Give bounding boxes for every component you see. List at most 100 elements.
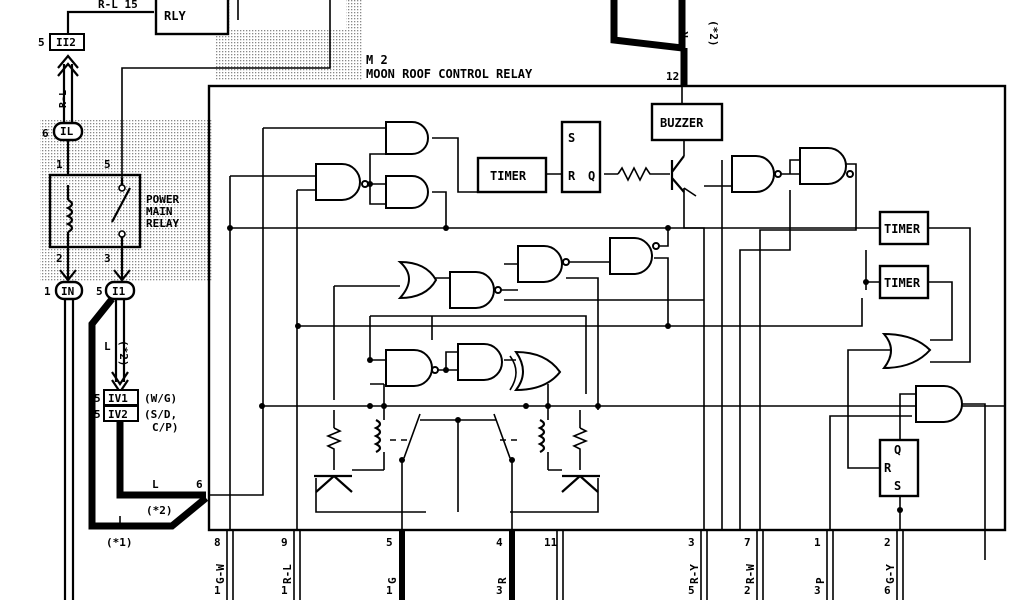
top-heavy-wire: R (*2) 12: [610, 0, 720, 86]
pin-number-bottom: 6: [884, 584, 891, 597]
bottom-pin: 9R-L1: [281, 530, 301, 600]
pin-wire-color: G-W: [214, 564, 227, 584]
heavy-wires-left: L (*2) L 6 (*2) L (*1): [88, 296, 209, 549]
connector-number: 1: [44, 285, 51, 298]
pin-number-top: 5: [386, 536, 393, 549]
wire-label-l: L: [118, 514, 125, 527]
connector-id: IV2: [108, 408, 128, 421]
junction-dots: [227, 181, 903, 513]
connector-number: 5: [94, 408, 101, 421]
pin-number-top: 3: [688, 536, 695, 549]
pin-wire-color: R-W: [744, 564, 757, 584]
top-pin-label: 12: [666, 70, 679, 83]
wire-note: (*2): [117, 340, 130, 367]
pin-wire: [226, 530, 234, 600]
bottom-pin: 3R-Y5: [688, 530, 708, 600]
sr-q-label: Q: [588, 169, 595, 183]
reset-r-label: R: [884, 461, 892, 475]
pin-wire: [556, 530, 564, 600]
connector-number: 5: [38, 36, 45, 49]
pin-label: 2: [56, 252, 63, 265]
connector-note: C/P): [152, 421, 179, 434]
logic-gates: [315, 121, 963, 423]
pin-wire: [896, 530, 904, 600]
rly-fragment: RLY R-L 15: [66, 0, 331, 178]
pin-number-top: 7: [744, 536, 751, 549]
connector-number: 5: [94, 392, 101, 405]
pin-number-bottom: 1: [386, 584, 393, 597]
pin-number-top: 11: [544, 536, 558, 549]
timer-label: TIMER: [884, 222, 921, 236]
pin-label: 5: [104, 158, 111, 171]
shaded-area: [40, 0, 362, 282]
relay-box: [207, 84, 1007, 532]
top-wire-label: R-L 15: [98, 0, 138, 11]
connector-id: II2: [56, 36, 76, 49]
internal-boxes: TIMER S R Q BUZZER TIMER TIMER Q R S: [476, 102, 930, 498]
relay-label-line3: RELAY: [146, 217, 179, 230]
timer-label: TIMER: [884, 276, 921, 290]
wire-note: (*2): [146, 504, 173, 517]
bottom-pin: 4R3: [496, 530, 515, 600]
pin-wire-color: R-Y: [688, 564, 701, 584]
top-wire-label: R: [678, 31, 691, 38]
bottom-pin: 8G-W1: [214, 530, 234, 600]
wire-label-rl: R-L: [58, 90, 69, 108]
bottom-pin: 2G-Y6: [884, 530, 904, 600]
pin-number-top: 1: [814, 536, 821, 549]
wire-label-l: L: [152, 478, 159, 491]
buzzer-label: BUZZER: [660, 116, 704, 130]
connector-iv: 5 IV1 (W/G) 5 IV2 (S/D, C/P): [94, 389, 179, 434]
relay-ref: M 2: [366, 53, 388, 67]
bottom-pin: 7R-W2: [744, 530, 764, 600]
pin-label: 1: [56, 158, 63, 171]
pin-wire: [293, 530, 301, 600]
pin-wire-color: R-L: [281, 564, 294, 584]
connector-number: 5: [96, 285, 103, 298]
relay-title: MOON ROOF CONTROL RELAY: [366, 67, 533, 81]
reset-q-label: Q: [894, 443, 901, 457]
sr-s-label: S: [568, 131, 575, 145]
wire-label-l: L: [104, 340, 111, 353]
sr-r-label: R: [568, 169, 576, 183]
reset-s-label: S: [894, 479, 901, 493]
connector-id: I1: [112, 285, 126, 298]
pin-wire: [826, 530, 834, 600]
relay-label-line1: POWER: [146, 193, 179, 206]
power-main-relay: 1 5 2 3 POWER MAIN RELAY: [48, 140, 179, 282]
pin-number-top: 4: [496, 536, 503, 549]
pin-wire: [700, 530, 708, 600]
bottom-pin: 1P3: [814, 530, 834, 600]
pin-number-top: 8: [214, 536, 221, 549]
pin-number-top: 9: [281, 536, 288, 549]
connector-in: 1 IN: [44, 280, 84, 600]
pin-wire-color: G: [386, 577, 399, 584]
pin-number-top: 2: [884, 536, 891, 549]
connector-number: 6: [42, 127, 49, 140]
pin-number-bottom: 3: [814, 584, 821, 597]
relay-label-line2: MAIN: [146, 205, 173, 218]
pin-number-bottom: 1: [281, 584, 288, 597]
pin-number-bottom: 2: [744, 584, 751, 597]
bottom-pin: 11: [544, 530, 564, 600]
pin-wire-color: P: [814, 577, 827, 584]
pin-wire-color: R: [496, 577, 509, 584]
pin-number-bottom: 5: [688, 584, 695, 597]
connector-i1: 5 I1: [96, 280, 136, 301]
connector-note: (W/G): [144, 392, 177, 405]
pin-number-bottom: 1: [214, 584, 221, 597]
connector-id: IL: [60, 125, 74, 138]
timer-label: TIMER: [490, 169, 527, 183]
connector-id: IN: [61, 285, 74, 298]
connector-ii2: 5 II2: [38, 33, 85, 51]
connector-id: IV1: [108, 392, 128, 405]
pin-label: 6: [196, 478, 203, 491]
pin-wire-color: G-Y: [884, 564, 897, 584]
connector-note: (S/D,: [144, 408, 177, 421]
pin-number-bottom: 3: [496, 584, 503, 597]
pin-label: 3: [104, 252, 111, 265]
internal-wiring: [209, 86, 1005, 560]
connector-il: 6 IL: [42, 121, 84, 142]
